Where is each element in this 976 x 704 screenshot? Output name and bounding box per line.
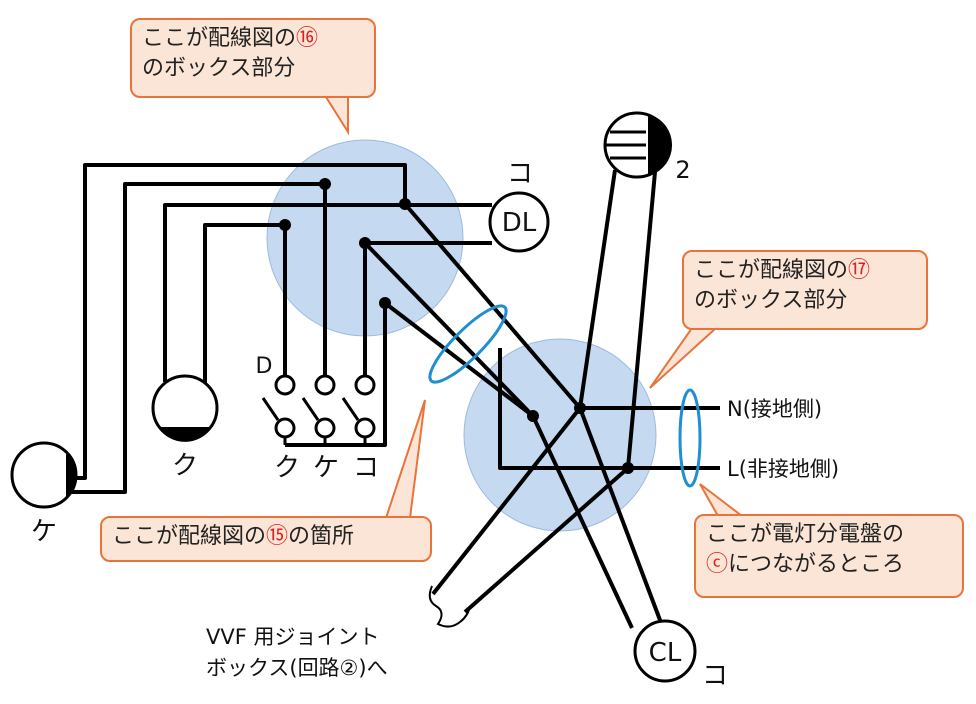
dot-1 xyxy=(319,178,331,190)
callout-box-17: ここが配線図の⑰ のボックス部分 xyxy=(682,250,928,330)
switch-ko-top xyxy=(354,374,376,396)
live-label: L(非接地側) xyxy=(727,457,839,481)
wire-outlet-a xyxy=(578,169,617,409)
pointer-15 xyxy=(384,399,426,519)
outlet-number: 2 xyxy=(675,156,690,184)
dot-6 xyxy=(574,402,586,414)
dot-5 xyxy=(379,297,391,309)
switch-group xyxy=(261,374,376,445)
wire-cl-b xyxy=(578,407,665,629)
callout-panel-line2: ⓒにつながるところ xyxy=(706,552,905,577)
pendant-ke-symbol xyxy=(10,441,78,509)
switch-ke-label: ケ xyxy=(313,453,339,483)
switch-d-bottom xyxy=(274,417,296,439)
pointer-17 xyxy=(649,327,719,389)
switch-ko-lever xyxy=(341,397,360,421)
wire-cl-a xyxy=(531,415,634,629)
pendant-ke-label: ケ xyxy=(31,517,57,547)
outlet-2-symbol xyxy=(603,111,673,179)
wire-ret-run xyxy=(383,301,535,418)
neutral-label: N(接地側) xyxy=(727,397,822,421)
wire-ku-b xyxy=(203,223,285,390)
callout-box-15: ここが配線図の⑮の箇所 xyxy=(100,516,432,562)
junction-dots xyxy=(279,178,634,474)
pointer-16 xyxy=(324,96,349,136)
switch-ku-label: ク xyxy=(274,453,300,483)
dot-2 xyxy=(399,198,411,210)
switch-ke-bottom xyxy=(314,417,336,439)
callout-box-17-line1: ここが配線図の⑰ xyxy=(694,258,871,283)
dl-symbol xyxy=(488,191,550,253)
switch-ke-top xyxy=(314,374,336,396)
wires xyxy=(70,163,720,629)
switch-ko-bottom xyxy=(354,417,376,439)
vvf-brace xyxy=(428,585,471,628)
callout-panel: ここが電灯分電盤の ⓒにつながるところ xyxy=(694,514,964,598)
dl-label: DL xyxy=(502,208,537,238)
switch-d-lever xyxy=(261,397,280,421)
wire-outlet-b xyxy=(626,171,657,469)
dl-letter: コ xyxy=(507,159,533,189)
wire-live-run xyxy=(363,241,535,418)
callout-panel-line1: ここが電灯分電盤の xyxy=(706,522,905,547)
wire-vvf-a xyxy=(431,406,582,596)
dot-8 xyxy=(622,462,634,474)
vvf-label-line2: ボックス(回路②)へ xyxy=(206,656,388,680)
wire-ke-b xyxy=(70,182,325,494)
sheath-ring-panel xyxy=(678,388,702,488)
switch-ko-label: コ xyxy=(353,453,379,483)
switch-d-label: D xyxy=(256,354,273,379)
cl-symbol xyxy=(633,619,697,683)
sheath-ring-15 xyxy=(428,304,508,384)
vvf-label-line1: VVF 用ジョイント xyxy=(206,625,380,649)
pendant-ku-label: ク xyxy=(172,451,198,481)
wire-l xyxy=(498,348,720,470)
wire-ke-a xyxy=(70,163,407,480)
callout-box-16: ここが配線図の⑯ のボックス部分 xyxy=(130,18,376,98)
wire-neutral-run xyxy=(403,202,582,410)
switch-ke-lever xyxy=(301,397,320,421)
callout-box-17-line2: のボックス部分 xyxy=(694,288,848,313)
wire-ku-a xyxy=(163,203,492,382)
dot-3 xyxy=(279,219,291,231)
pendant-ku-symbol xyxy=(151,374,219,442)
dot-4 xyxy=(359,237,371,249)
sheath-rings xyxy=(428,304,702,488)
switch-d-top xyxy=(274,374,296,396)
cl-letter: コ xyxy=(702,661,728,691)
callout-box-16-line2: のボックス部分 xyxy=(142,56,296,81)
wire-vvf-b xyxy=(463,466,630,614)
callout-box-16-line1: ここが配線図の⑯ xyxy=(142,26,319,51)
cl-label: CL xyxy=(649,638,682,668)
dot-7 xyxy=(527,410,539,422)
pointer-panel xyxy=(699,483,745,517)
